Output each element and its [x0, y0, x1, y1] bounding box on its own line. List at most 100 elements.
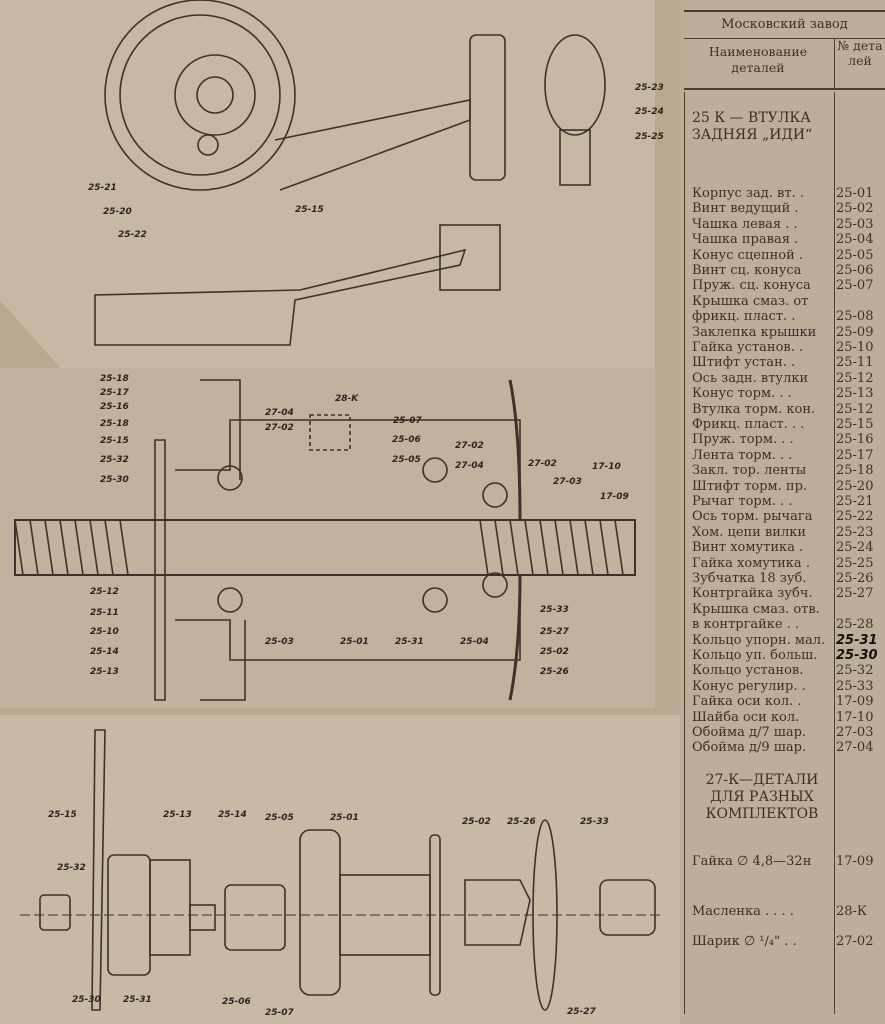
part-name: Кольцо установ.	[692, 663, 804, 679]
part-label: 25-26	[540, 667, 569, 677]
column-header-name: Наименование деталей	[708, 44, 808, 75]
table-row: Конус регулир. .25-33	[692, 679, 882, 694]
part-name: Гайка ∅ 4,8—32н	[692, 854, 812, 869]
part-name: Штифт устан. .	[692, 355, 796, 371]
part-label: 25-16	[100, 402, 129, 412]
part-label: 25-18	[100, 374, 129, 384]
part-label: 25-22	[118, 230, 147, 240]
table-row: Масленка . . . .28-К	[692, 904, 882, 919]
technical-drawings: 25-23 25-24 25-25 25-21 25-20 25-22 25-1…	[0, 0, 680, 1024]
part-number: 25-03	[836, 216, 874, 232]
part-name: Шарик ∅ ¹/₄" . .	[692, 934, 797, 949]
part-name: Конус сцепной .	[692, 247, 804, 263]
part-name: Чашка правая .	[692, 232, 799, 248]
part-label: 25-30	[100, 475, 129, 485]
part-number: 25-24	[836, 540, 874, 556]
table-row: Конус сцепной .25-05	[692, 248, 882, 263]
part-name: Ось задн. втулки	[692, 370, 809, 386]
part-number: 25-27	[836, 586, 874, 602]
part-label: 25-17	[100, 388, 129, 398]
part-label: 25-27	[567, 1007, 596, 1017]
part-name: в контргайке . .	[692, 617, 800, 633]
part-label: 25-31	[395, 637, 424, 647]
part-number: 25-25	[836, 555, 874, 571]
part-number: 25-31	[836, 632, 878, 648]
table-row: Винт хомутика .25-24	[692, 540, 882, 555]
table-row: Гайка хомутика .25-25	[692, 556, 882, 571]
table-row: Ось задн. втулки 25-12	[692, 371, 882, 386]
part-label: 25-24	[635, 107, 664, 117]
table-row: Обойма д/7 шар.27-03	[692, 725, 882, 740]
table-row: Гайка оси кол. .17-09	[692, 694, 882, 709]
part-name: Шайба оси кол.	[692, 709, 800, 725]
table-row: Чашка правая . 25-04	[692, 232, 882, 247]
part-name: Пруж. торм. . .	[692, 432, 794, 448]
table-row: Штифт устан. . 25-11	[692, 355, 882, 370]
table-row: Гайка ∅ 4,8—32н 17-09	[692, 854, 882, 869]
part-label: 25-02	[540, 647, 569, 657]
part-number: 25-09	[836, 324, 874, 340]
part-name: фрикц. пласт. .	[692, 309, 796, 325]
part-label: 25-33	[540, 605, 569, 615]
part-name: Крышка смаз. от	[692, 293, 809, 309]
part-label: 28-K	[335, 394, 359, 404]
part-label: 25-30	[72, 995, 101, 1005]
table-row: Кольцо уп. больш.25-30	[692, 648, 882, 663]
table-row: в контргайке . .25-28	[692, 617, 882, 632]
part-label: 25-04	[460, 637, 489, 647]
part-label: 25-14	[218, 810, 247, 820]
part-name: Контргайка зубч.	[692, 586, 813, 602]
part-number: 25-04	[836, 232, 874, 248]
part-label: 25-10	[90, 627, 119, 637]
part-name: Чашка левая . .	[692, 216, 798, 232]
table-row: Контргайка зубч. 25-27	[692, 586, 882, 601]
part-name: Штифт торм. пр.	[692, 478, 808, 494]
part-number: 25-06	[836, 263, 874, 278]
part-number: 17-09	[836, 854, 874, 869]
part-number: 27-02	[836, 934, 874, 949]
part-label: 25-23	[635, 83, 664, 93]
part-label: 25-18	[100, 419, 129, 429]
part-number: 25-08	[836, 309, 874, 325]
part-name: Винт сц. конуса	[692, 263, 802, 278]
table-row: Штифт торм. пр.25-20	[692, 479, 882, 494]
table-row: Чашка левая . . 25-03	[692, 217, 882, 232]
part-name: Винт ведущий .	[692, 201, 799, 217]
table-row: Корпус зад. вт. .25-01	[692, 186, 882, 201]
part-name: Кольцо уп. больш.	[692, 648, 818, 663]
column-header-number: № деталей	[834, 38, 885, 88]
part-number: 27-03	[836, 725, 874, 740]
table-row: Шайба оси кол. 17-10	[692, 710, 882, 725]
part-label: 25-15	[100, 436, 129, 446]
part-label: 25-01	[330, 813, 359, 823]
part-label: 25-15	[48, 810, 77, 820]
part-number: 25-26	[836, 571, 874, 586]
part-number: 17-10	[836, 709, 874, 725]
part-name: Пруж. сц. конуса	[692, 278, 811, 294]
part-name: Зубчатка 18 зуб.	[692, 571, 807, 586]
part-label: 25-06	[392, 435, 421, 445]
part-number: 25-18	[836, 463, 874, 479]
table-row: фрикц. пласт. . 25-08	[692, 309, 882, 324]
part-number: 25-17	[836, 447, 874, 463]
table-row: Гайка установ. .25-10	[692, 340, 882, 355]
part-label: 25-11	[90, 608, 119, 618]
part-label: 25-05	[265, 813, 294, 823]
part-number: 25-12	[836, 370, 874, 386]
parts-table: Московский завод Наименование деталей № …	[680, 0, 885, 1024]
part-number: 25-33	[836, 678, 874, 694]
part-label: 27-04	[265, 408, 294, 418]
part-number: 25-11	[836, 355, 874, 371]
table-row: Заклепка крышки 25-09	[692, 325, 882, 340]
part-label: 25-32	[100, 455, 129, 465]
part-number: 25-16	[836, 432, 874, 448]
part-label: 25-13	[90, 667, 119, 677]
part-label: 25-13	[163, 810, 192, 820]
part-label: 27-04	[455, 461, 484, 471]
part-label: 25-21	[88, 183, 117, 193]
part-name: Заклепка крышки	[692, 324, 817, 340]
part-name: Обойма д/9 шар.	[692, 740, 807, 756]
table-row: Лента торм. . .25-17	[692, 448, 882, 463]
part-number: 25-15	[836, 417, 874, 432]
